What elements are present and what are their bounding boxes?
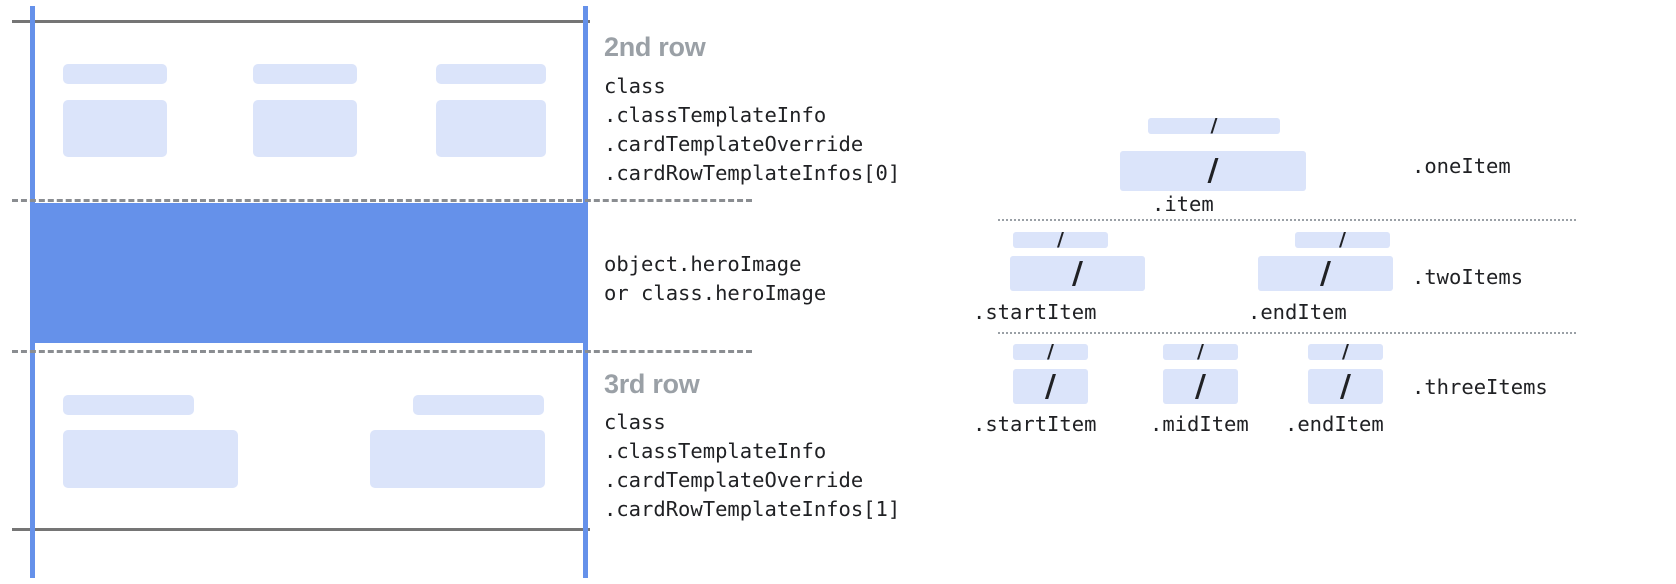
slash-glyph: / — [1210, 118, 1218, 134]
hero-image-band — [33, 203, 585, 343]
slash-glyph: / — [1339, 232, 1346, 248]
card-bottom-border — [12, 528, 590, 531]
two-items-start-body-chip: / — [1010, 256, 1145, 291]
one-item-body-chip: / — [1120, 151, 1306, 191]
slash-glyph: / — [1072, 256, 1083, 291]
slash-glyph: / — [1197, 344, 1204, 360]
two-items-end-label-chip: / — [1295, 232, 1390, 248]
row3-item2-label-placeholder — [413, 395, 544, 415]
slash-glyph: / — [1340, 369, 1351, 404]
slash-glyph: / — [1320, 256, 1331, 291]
slash-glyph: / — [1045, 369, 1056, 404]
two-items-start-label-chip: / — [1013, 232, 1108, 248]
two-items-end-caption: .endItem — [1248, 300, 1347, 324]
group-separator-2 — [998, 332, 1576, 334]
row2-item3-body-placeholder — [436, 100, 546, 157]
row2-item2-body-placeholder — [253, 100, 357, 157]
three-items-end-caption: .endItem — [1285, 412, 1384, 436]
two-items-group-label: .twoItems — [1412, 265, 1524, 289]
one-item-group-label: .oneItem — [1412, 154, 1511, 178]
hero-bottom-divider — [12, 350, 752, 353]
row3-item2-body-placeholder — [370, 430, 545, 488]
row2-code-path: class .classTemplateInfo .cardTemplateOv… — [604, 74, 901, 185]
slash-glyph: / — [1342, 344, 1349, 360]
row2-item2-label-placeholder — [253, 64, 357, 84]
three-items-end-label-chip: / — [1308, 344, 1383, 360]
group-separator-1 — [998, 219, 1576, 221]
slash-glyph: / — [1195, 369, 1206, 404]
three-items-start-caption: .startItem — [973, 412, 1097, 436]
card-top-border — [12, 20, 590, 23]
hero-code-path: object.heroImage or class.heroImage — [604, 252, 827, 305]
one-item-label-chip: / — [1148, 118, 1280, 134]
three-items-start-body-chip: / — [1013, 369, 1088, 404]
hero-top-divider — [12, 199, 752, 202]
two-items-end-body-chip: / — [1258, 256, 1393, 291]
row3-code-path: class .classTemplateInfo .cardTemplateOv… — [604, 410, 901, 521]
row3-item1-label-placeholder — [63, 395, 194, 415]
card-left-guide — [30, 6, 35, 578]
three-items-mid-body-chip: / — [1163, 369, 1238, 404]
row3-heading: 3rd row — [604, 369, 700, 399]
three-items-mid-label-chip: / — [1163, 344, 1238, 360]
slash-glyph: / — [1057, 232, 1064, 248]
three-items-mid-caption: .midItem — [1150, 412, 1249, 436]
card-layout-mock — [0, 0, 752, 584]
row3-item1-body-placeholder — [63, 430, 238, 488]
item-arrangement-key: / / .item .oneItem / / .startItem / / — [960, 0, 1676, 584]
two-items-start-caption: .startItem — [973, 300, 1097, 324]
three-items-start-label-chip: / — [1013, 344, 1088, 360]
row2-item1-label-placeholder — [63, 64, 167, 84]
three-items-group-label: .threeItems — [1412, 375, 1548, 399]
one-item-caption: .item — [1152, 192, 1214, 216]
three-items-end-body-chip: / — [1308, 369, 1383, 404]
row2-heading: 2nd row — [604, 32, 706, 62]
slash-glyph: / — [1047, 344, 1054, 360]
slash-glyph: / — [1207, 153, 1219, 188]
card-right-guide — [583, 6, 588, 578]
row2-item3-label-placeholder — [436, 64, 546, 84]
row2-item1-body-placeholder — [63, 100, 167, 157]
